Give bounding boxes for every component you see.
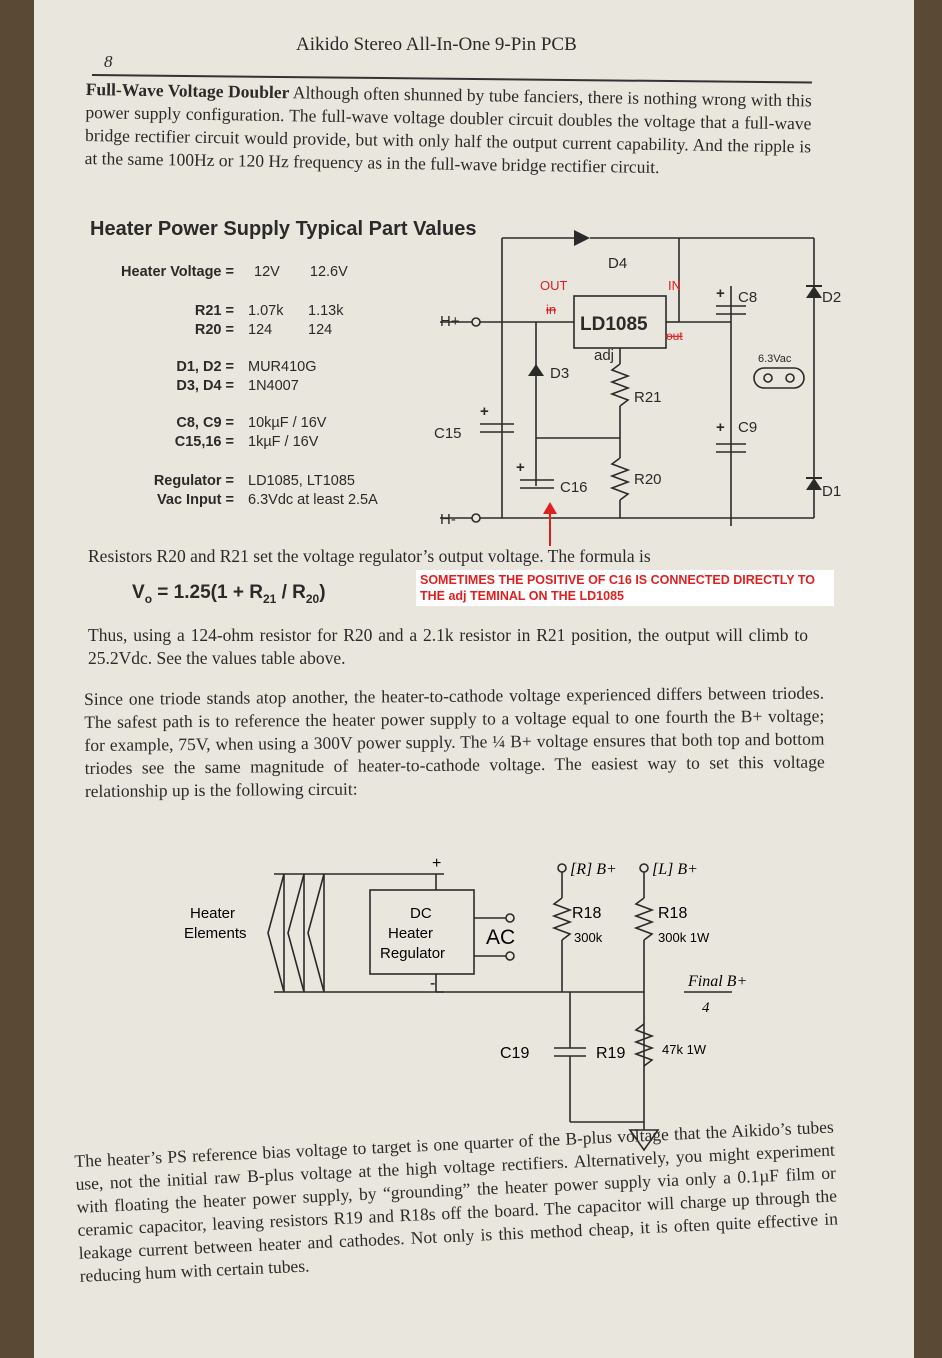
label-left-bplus: [L] B+ [652,861,698,878]
label-r18-right-value: 300k 1W [658,930,710,945]
label-c16: C16 [560,479,588,496]
label-c8: C8 [738,289,757,306]
parts-value: 124 [308,322,333,338]
label-r18-right: R18 [658,905,687,922]
polarity-plus: + [716,419,725,436]
polarity-plus: + [480,403,489,420]
label-out: OUT [540,278,568,293]
red-annotation-note: SOMETIMES THE POSITIVE OF C16 IS CONNECT… [416,570,834,606]
label-dc: DC [410,905,432,922]
label-dc-regulator: Regulator [380,945,445,962]
paragraph-formula-intro: Resistors R20 and R21 set the voltage re… [88,546,651,566]
label-in-struck: in [546,302,556,317]
label-right-bplus: [R] B+ [570,861,617,878]
label-r20: R20 [634,471,662,488]
label-r18-left: R18 [572,905,601,922]
parts-value: MUR410G [248,359,317,375]
parts-label: C15,16 = [174,434,234,450]
parts-label: D3, D4 = [176,378,234,394]
parts-value: 1.07k [248,303,284,319]
label-hplus: H+ [440,313,460,330]
parts-block-diodes: D1, D2 = MUR410G D3, D4 = 1N4007 [84,358,317,396]
parts-value: LD1085, LT1085 [248,473,355,489]
label-ac: AC [486,926,515,949]
label-final-bplus: Final B+ [687,973,747,990]
formula-part: ) [319,582,326,603]
label-minus: - [430,975,435,992]
paragraph-lead: Full-Wave Voltage Doubler [85,78,290,103]
heater-supply-schematic: D4 OUT in IN out LD1085 adj D3 R21 R20 C… [434,230,841,546]
parts-block-resistors: R21 = 1.07k 1.13k R20 = 124 124 [84,302,344,340]
label-regulator: LD1085 [580,314,648,335]
label-four: 4 [702,1000,710,1016]
label-c15: C15 [434,425,462,442]
parts-label: Regulator = [153,473,234,489]
paragraph-output-example: Thus, using a 124-ohm resistor for R20 a… [88,625,808,668]
running-title: Aikido Stereo All-In-One 9-Pin PCB [296,34,577,55]
label-adj: adj [594,347,614,364]
formula-part: 21 [262,591,277,606]
label-d3: D3 [550,365,569,382]
label-d1: D1 [822,483,841,500]
output-voltage-formula: Vo = 1.25(1 + R21 / R20) [132,582,326,606]
bias-reference-schematic: Heater Elements DC Heater Regulator + - … [184,855,747,1152]
label-hminus: H- [440,511,456,528]
label-r19-value: 47k 1W [662,1042,707,1057]
formula-part: 20 [305,591,320,606]
book-page: 8 Aikido Stereo All-In-One 9-Pin PCB Ful… [34,0,914,1358]
paragraph-heater-reference: Since one triode stands atop another, th… [84,682,825,801]
parts-row-heater-voltage: Heater Voltage = 12V 12.6V [54,264,348,280]
parts-label: R21 = [194,303,234,319]
label-d4: D4 [608,255,627,272]
parts-value: 1N4007 [248,378,299,394]
diode-d4-icon [574,230,590,246]
parts-label: C8, C9 = [176,415,234,431]
parts-label: R20 = [194,322,234,338]
parts-value: 1.13k [308,303,344,319]
formula-part: / R [276,582,306,603]
parts-value: 1kµF / 16V [248,434,319,450]
paragraph-voltage-doubler: Full-Wave Voltage Doubler Although often… [85,78,812,181]
formula-part: o [144,591,153,606]
label-c19: C19 [500,1045,529,1062]
parts-value: 124 [248,322,273,338]
parts-value: 10kµF / 16V [248,415,327,431]
label-r19: R19 [596,1045,625,1062]
diode-d3-icon [528,364,544,376]
label-vac: 6.3Vac [758,353,792,365]
parts-value: 12V [254,264,280,280]
polarity-plus: + [716,285,725,302]
parts-label: Vac Input = [157,492,234,508]
red-arrow-icon [543,502,557,514]
polarity-plus: + [516,459,525,476]
label-r21: R21 [634,389,662,406]
label-plus: + [432,855,441,872]
label-heater-line1: Heater [190,905,235,922]
diode-d1-icon [806,478,822,490]
label-c9: C9 [738,419,757,436]
label-heater-line2: Elements [184,925,247,942]
label-in: IN [668,278,681,293]
formula-part: = 1.25(1 + R [152,582,263,603]
parts-label: Heater Voltage = [121,264,234,280]
parts-value: 6.3Vdc at least 2.5A [248,492,378,508]
parts-block-capacitors: C8, C9 = 10kµF / 16V C15,16 = 1kµF / 16V [84,414,327,452]
parts-block-regulator: Regulator = LD1085, LT1085 Vac Input = 6.3… [84,472,378,510]
label-out-struck: out [666,329,683,343]
parts-value: 12.6V [309,264,348,280]
diode-d2-icon [806,286,822,298]
label-dc-heater: Heater [388,925,433,942]
label-r18-left-value: 300k [574,930,603,945]
page-number: 8 [104,52,113,71]
parts-label: D1, D2 = [176,359,234,375]
formula-part: V [132,582,145,603]
label-d2: D2 [822,289,841,306]
section-title: Heater Power Supply Typical Part Values [90,218,477,240]
